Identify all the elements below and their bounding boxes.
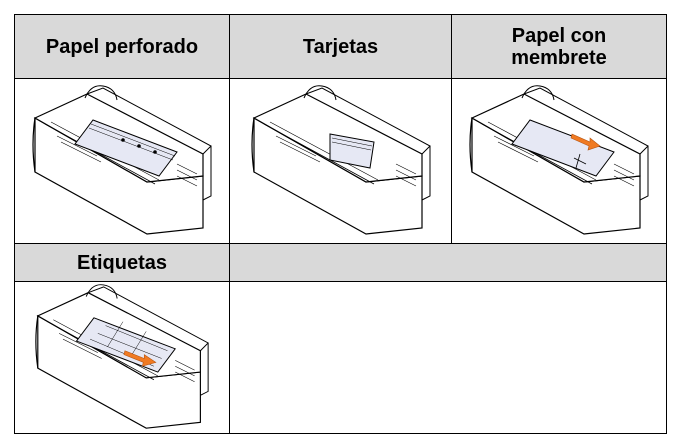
cell-membrete-image bbox=[451, 78, 667, 244]
arrow-icon bbox=[570, 133, 601, 150]
media-table: Papel perforado Tarjetas Papel con membr… bbox=[14, 14, 667, 434]
cell-empty bbox=[229, 281, 667, 434]
labels-tray-image bbox=[35, 283, 209, 429]
header-etiquetas: Etiquetas bbox=[14, 243, 230, 282]
header-papel-perforado: Papel perforado bbox=[14, 14, 230, 79]
cell-tarjetas-image bbox=[229, 78, 452, 244]
letterhead-tray-image bbox=[469, 84, 649, 235]
cell-perforado-image bbox=[14, 78, 230, 244]
cards-tray-image bbox=[250, 84, 431, 235]
header-empty bbox=[229, 243, 667, 282]
header-papel-membrete: Papel con membrete bbox=[451, 14, 667, 79]
punched-paper-tray-image bbox=[32, 84, 212, 235]
header-tarjetas: Tarjetas bbox=[229, 14, 452, 79]
cell-etiquetas-image bbox=[14, 281, 230, 434]
arrow-icon bbox=[123, 349, 157, 367]
